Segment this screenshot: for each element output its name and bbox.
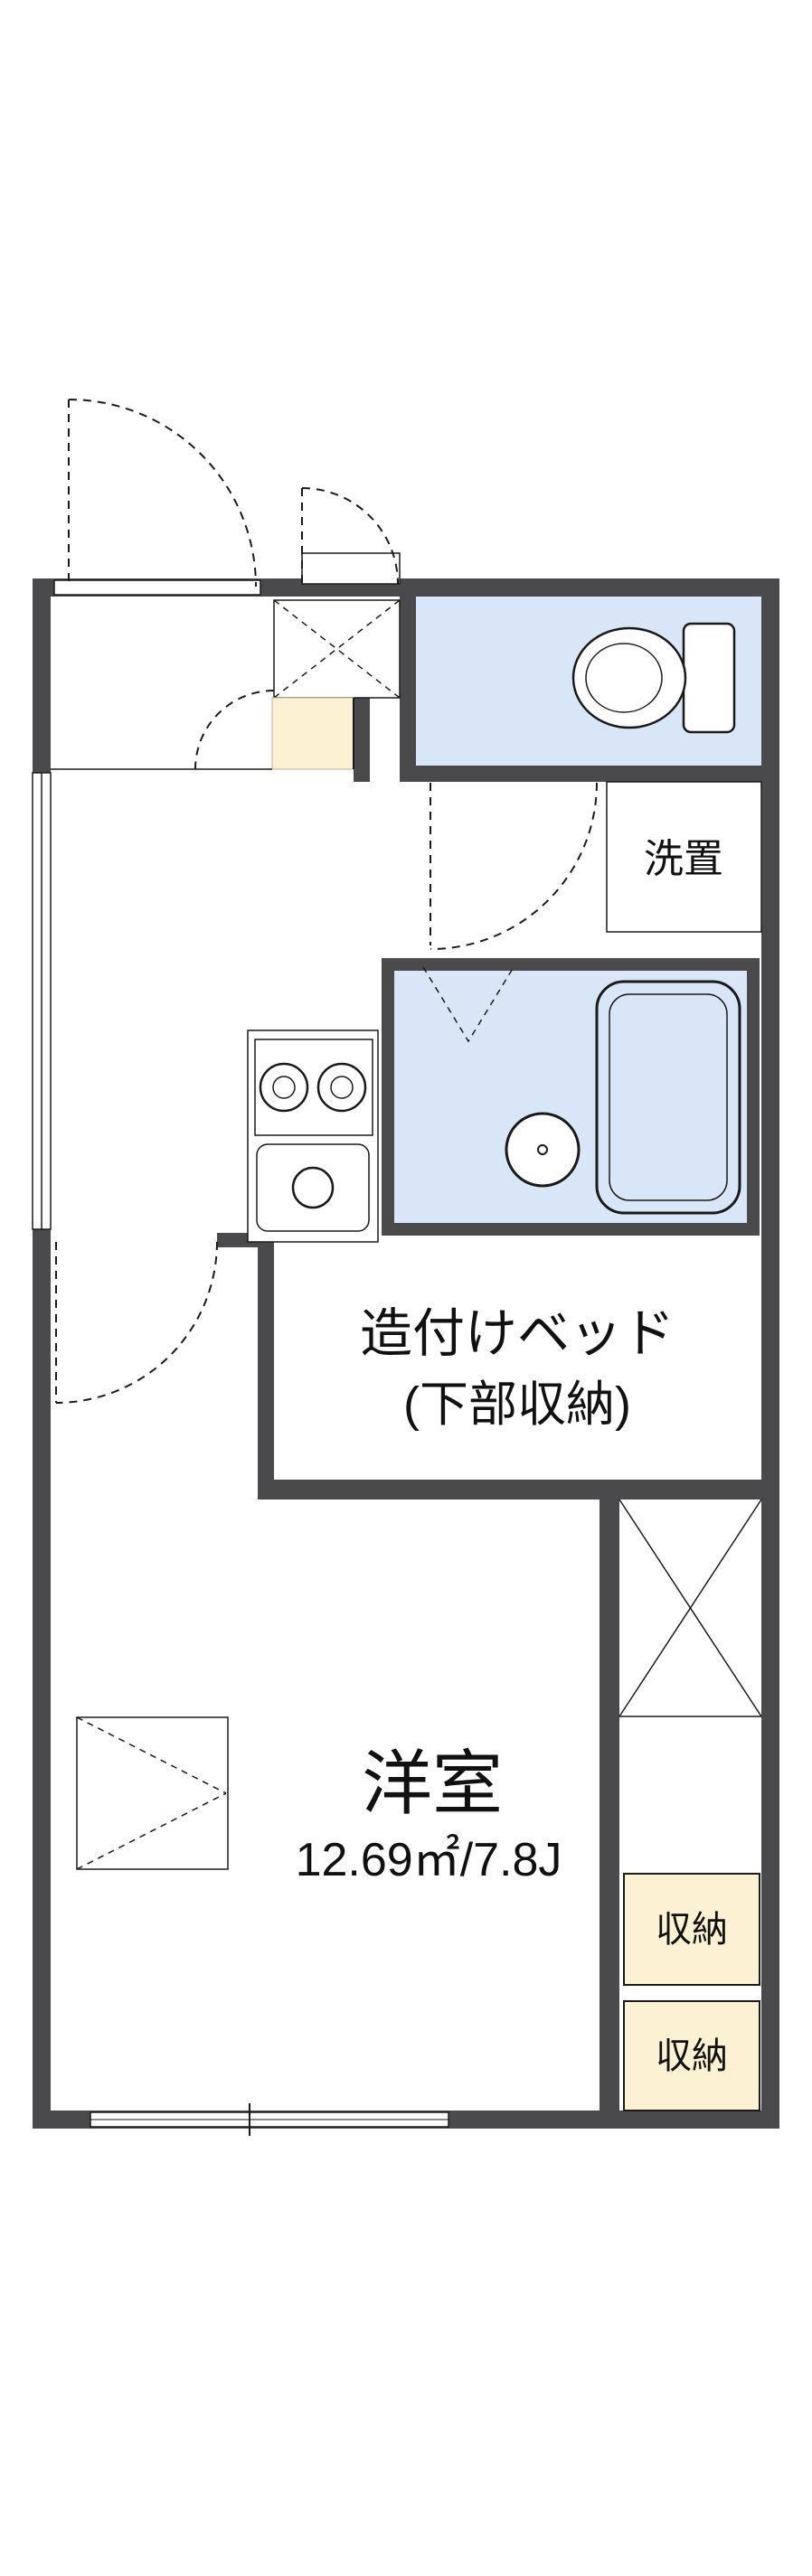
entrance-area: [51, 599, 401, 770]
windows: [32, 772, 449, 2136]
bathtub-icon: [595, 980, 741, 1215]
washbasin-drain: [537, 1144, 548, 1155]
bed-label-line2: (下部収納): [403, 1377, 631, 1432]
entry-door-threshold: [53, 579, 261, 596]
stove-burner-right: [316, 1062, 367, 1113]
closet-column: [618, 1499, 762, 1717]
main-room: 洋室 12.69㎡/7.8J: [76, 1716, 562, 1886]
outer-wall-right: [761, 578, 779, 2129]
bed-label-line1: 造付けベッド: [360, 1304, 675, 1363]
room-door-swing-arc: [55, 1241, 218, 1404]
entrance-step: [271, 697, 354, 770]
stove-burner-left-inner: [272, 1076, 296, 1099]
bathtub-outer: [595, 980, 741, 1215]
interior-walls: [217, 597, 779, 2111]
door-swings: [53, 399, 598, 1404]
bath-floor: [394, 971, 747, 1223]
stove-icon: [254, 1039, 373, 1136]
sink-basin: [256, 1143, 370, 1232]
wall-right-column: [600, 1500, 619, 2111]
second-door-leaf-closed: [301, 552, 401, 585]
shoe-cabinet-cross-1: [273, 599, 401, 699]
laundry-room-box: [606, 781, 762, 933]
sink-drain: [291, 1166, 335, 1209]
toilet-bowl: [571, 626, 687, 729]
storage-box-top: [623, 1873, 760, 1986]
toilet-bowl-inner: [585, 643, 663, 713]
toilet-tank: [682, 622, 736, 734]
washroom-door-swing-arc: [430, 782, 598, 950]
toilet-icon: [571, 622, 736, 734]
entry-door-swing-arc: [68, 399, 257, 588]
room-fixture-box: [76, 1716, 229, 1870]
bathroom: [382, 958, 760, 1236]
laundry-room: 洗置: [606, 781, 762, 933]
stove-burner-right-inner: [330, 1076, 354, 1099]
window-bottom: [90, 2103, 449, 2136]
main-room-size: 12.69㎡/7.8J: [296, 1833, 562, 1886]
wall-genkan-stub: [354, 698, 370, 782]
washbasin-bowl: [505, 1112, 581, 1188]
kitchen: [247, 1029, 379, 1243]
laundry-label: 洗置: [644, 837, 723, 881]
second-door-swing-arc: [301, 487, 399, 585]
storage-box-bottom: [623, 2000, 760, 2111]
room-fixture-diagonal-2: [76, 1792, 227, 1870]
wall-bed-left: [258, 1236, 274, 1500]
builtin-bed-room: 造付けベッド (下部収納): [360, 1304, 675, 1432]
entrance-closet-swing-arc: [194, 690, 275, 770]
room-fixture-diagonal-1: [76, 1716, 227, 1794]
storage-top-label: 収納: [656, 1910, 728, 1950]
window-left: [32, 772, 52, 1230]
wall-toilet-bottom: [400, 766, 761, 782]
sink-icon: [256, 1143, 370, 1232]
washbasin-icon: [505, 1112, 581, 1188]
toilet-room: [416, 597, 761, 766]
stove-burner-left: [259, 1062, 309, 1113]
closet-cross-2: [618, 1499, 762, 1717]
main-room-label: 洋室: [362, 1744, 503, 1823]
wall-entry-toilet: [400, 597, 416, 782]
wall-bed-bottom: [258, 1480, 779, 1500]
storage-units: 収納 収納: [623, 1873, 760, 2111]
storage-bottom-label: 収納: [656, 2036, 728, 2076]
shoe-cabinet-cross-2: [273, 599, 401, 699]
bath-folding-door-icon: [422, 966, 515, 1043]
bathtub-inner: [609, 993, 728, 1201]
